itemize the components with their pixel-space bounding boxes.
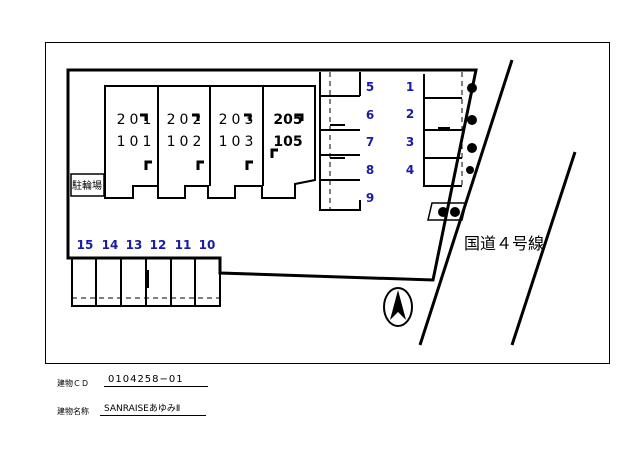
parking-numbers-middle: 5 6 7 8 9 xyxy=(366,80,374,205)
parking-number-5: 5 xyxy=(366,80,374,94)
road-edge-right xyxy=(510,151,577,346)
parking-number-9: 9 xyxy=(366,191,374,205)
utility-pole-icon xyxy=(467,115,477,125)
parking-number-12: 12 xyxy=(150,238,167,252)
roadside-sign-icon xyxy=(427,202,467,221)
bike-parking-label: 駐輪場 xyxy=(72,179,102,192)
parking-number-14: 14 xyxy=(102,238,119,252)
building-cd-value: 0104258−01 xyxy=(104,374,208,387)
parking-number-13: 13 xyxy=(126,238,143,252)
utility-pole-icon xyxy=(466,166,474,174)
parking-number-10: 10 xyxy=(199,238,216,252)
bike-parking-box xyxy=(70,173,105,197)
north-arrow-icon xyxy=(383,287,413,327)
parking-block-right xyxy=(423,72,477,187)
building-name-value: SANRAISEあゆみⅡ xyxy=(100,401,206,416)
utility-pole-icon xyxy=(467,83,477,93)
parking-number-15: 15 xyxy=(77,238,94,252)
apartment-building xyxy=(104,85,316,199)
parking-number-3: 3 xyxy=(406,135,414,149)
parking-number-2: 2 xyxy=(406,107,414,121)
unit-label-202: 202 xyxy=(167,112,206,128)
parking-number-4: 4 xyxy=(406,163,414,177)
utility-pole-icon xyxy=(467,143,477,153)
parking-number-8: 8 xyxy=(366,163,374,177)
parking-number-1: 1 xyxy=(406,80,414,94)
building-name-label: 建物名称 xyxy=(57,407,89,416)
building-cd-label: 建物ＣＤ xyxy=(57,379,89,388)
road-name-label: 国道４号線 xyxy=(464,234,544,253)
parking-number-11: 11 xyxy=(175,238,192,252)
parking-numbers-bottom: 15 14 13 12 11 10 xyxy=(77,238,216,252)
map-frame xyxy=(45,42,610,364)
unit-label-103: 103 xyxy=(219,134,258,150)
unit-label-201: 201 xyxy=(117,112,156,128)
unit-label-105: 105 xyxy=(273,134,302,150)
parking-number-6: 6 xyxy=(366,108,374,122)
parking-block-bottom xyxy=(71,257,221,307)
unit-label-101: 101 xyxy=(117,134,156,150)
unit-label-205: 205 xyxy=(273,112,302,128)
parking-number-7: 7 xyxy=(366,135,374,149)
parking-numbers-right: 1 2 3 4 xyxy=(406,80,414,177)
unit-label-102: 102 xyxy=(167,134,206,150)
unit-label-203: 203 xyxy=(219,112,258,128)
parking-block-middle xyxy=(319,72,361,211)
